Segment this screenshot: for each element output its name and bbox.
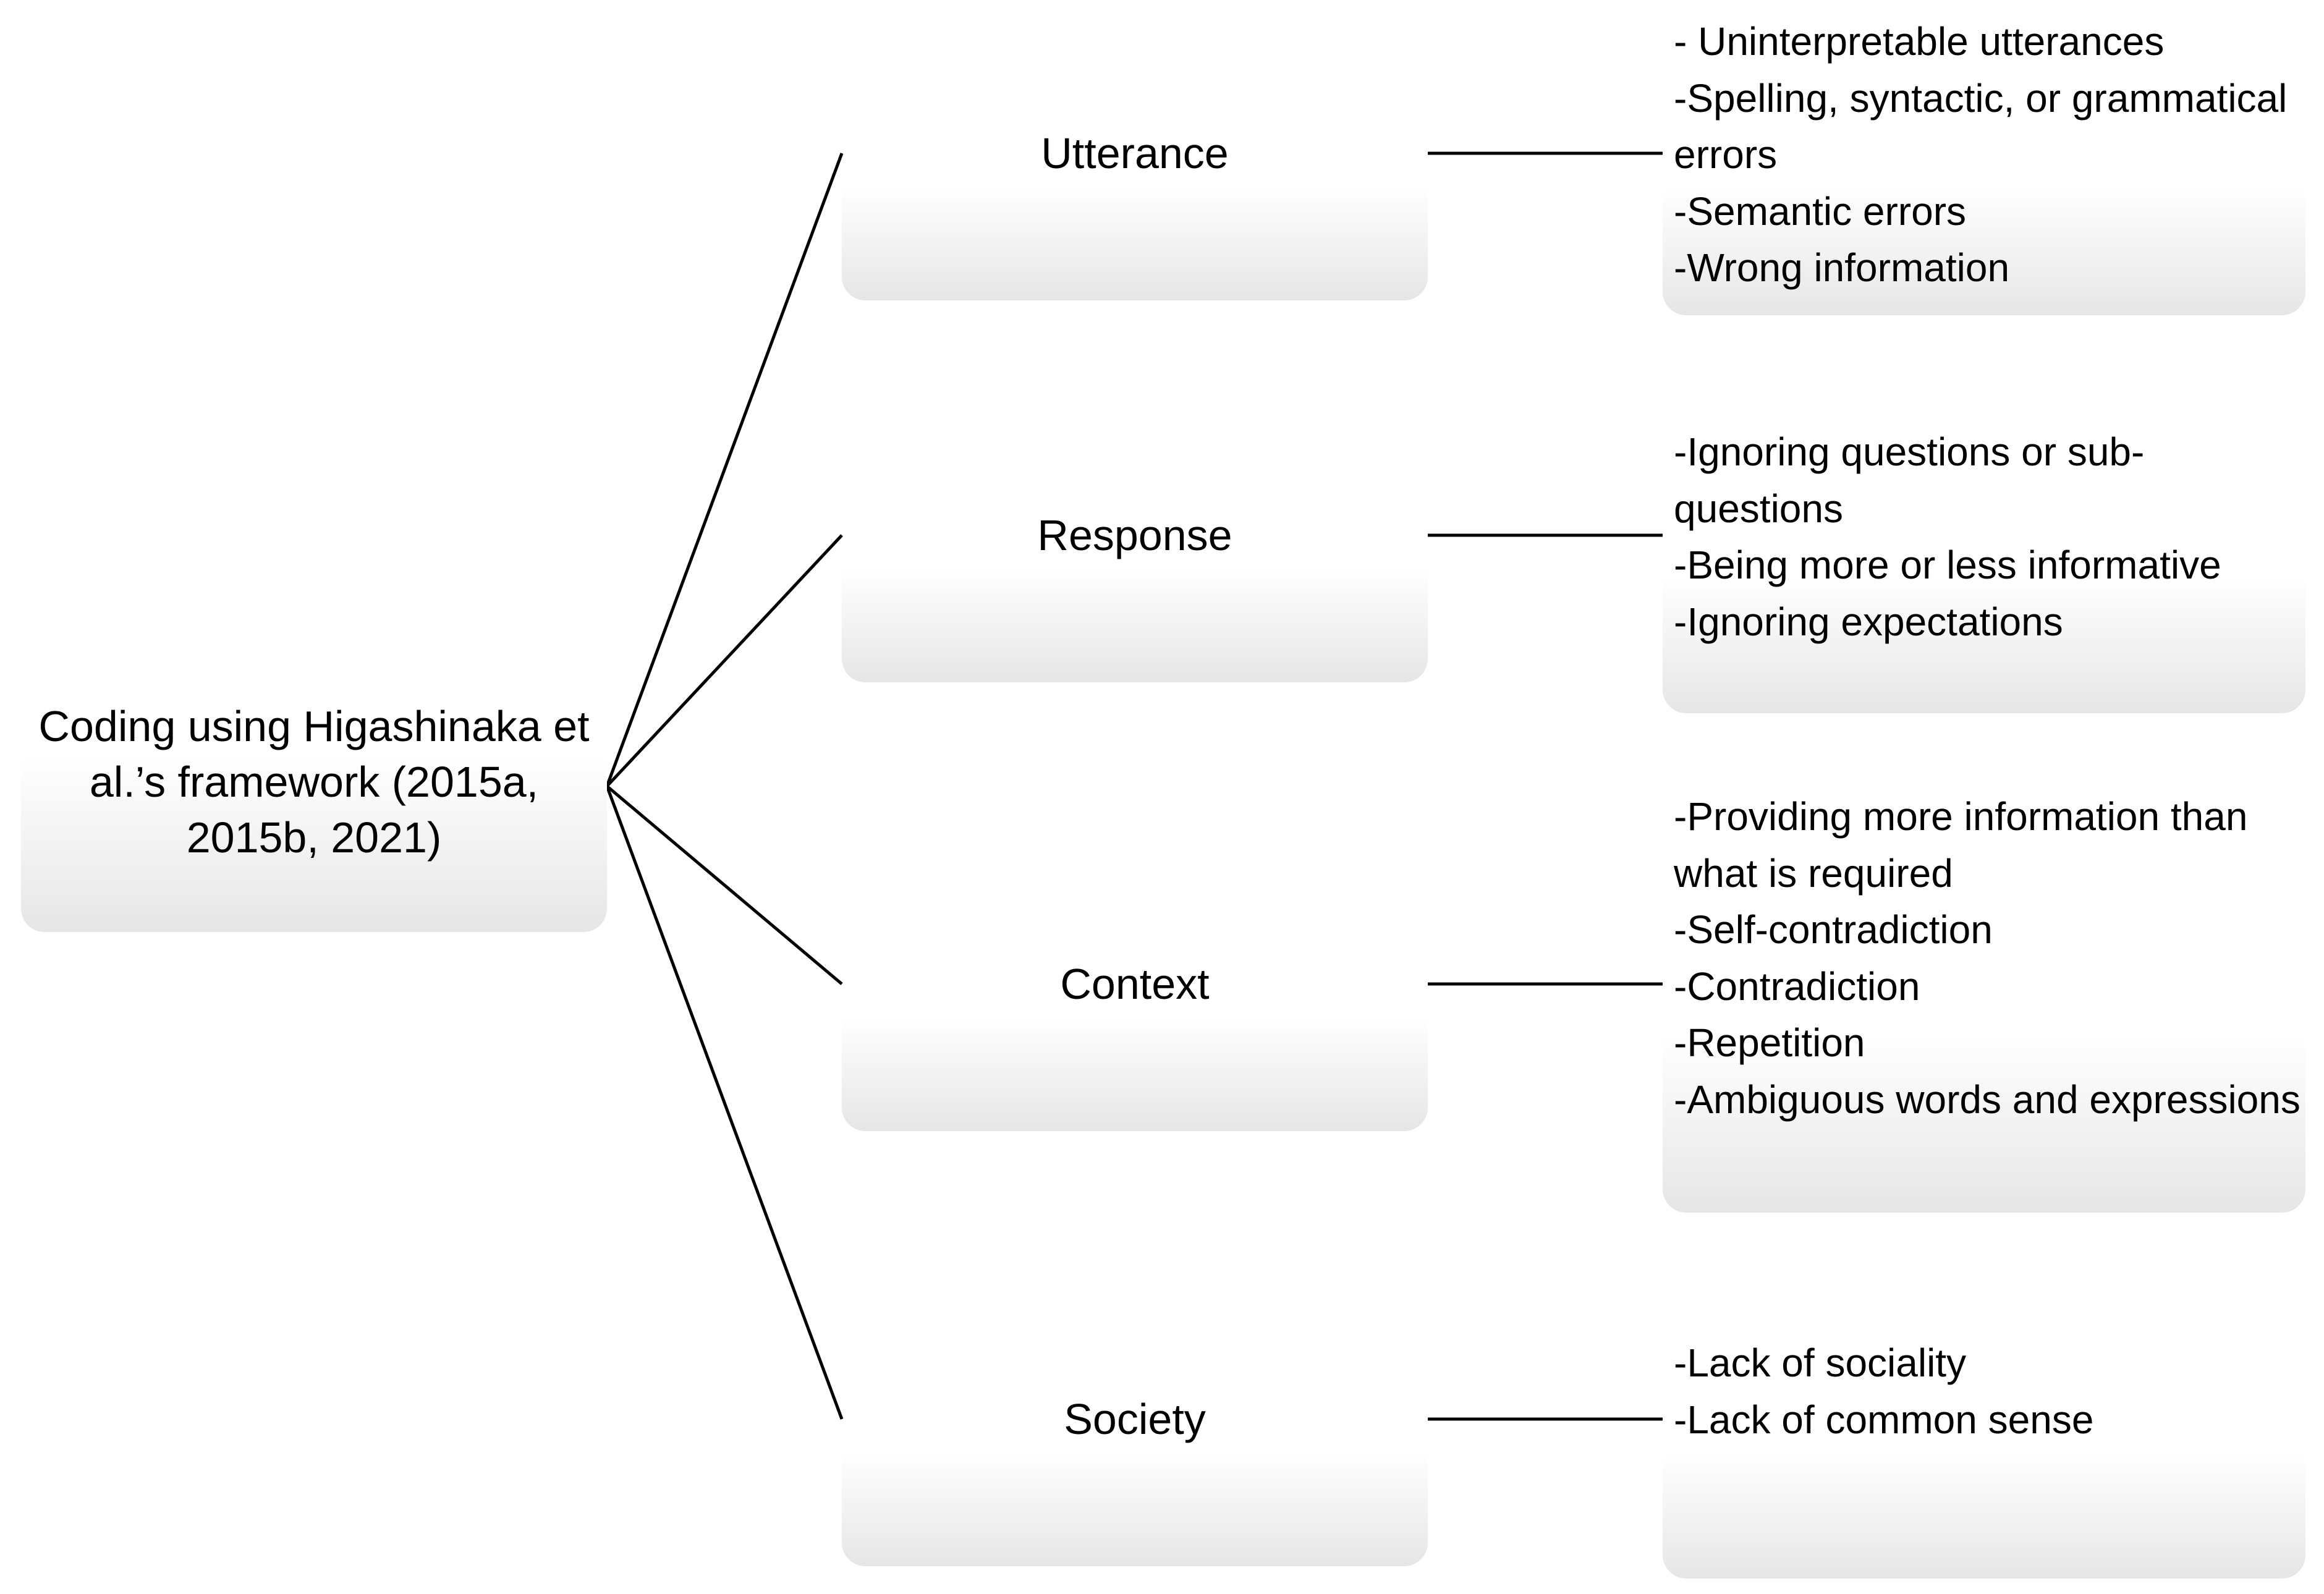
context-details-text: -Providing more information than what is… [1674,794,2301,1122]
utterance-node-box [842,153,1428,300]
root-to-response-line [606,534,843,787]
root-node-label: Coding using Higashinaka et al.’s framew… [38,702,590,862]
society-node-box [842,1419,1428,1566]
society-details-box [1663,1419,2305,1579]
root-to-society-line [605,786,844,1420]
root-to-context-line [606,785,843,985]
utterance-node-label: Utterance [1041,129,1229,177]
context-details-box [1663,984,2305,1213]
context-node-label: Context [1060,960,1210,1008]
utterance-details-box [1663,153,2305,315]
society-node-label: Society [1064,1395,1206,1443]
context-node-box [842,984,1428,1131]
utterance-details-text: - Uninterpretable utterances -Spelling, … [1674,19,2288,290]
response-node-box [842,535,1428,682]
response-node-label: Response [1037,511,1232,559]
root-to-utterance-line [605,153,844,787]
response-details-box [1663,535,2305,713]
society-details-text: -Lack of sociality -Lack of common sense [1674,1341,2094,1442]
response-details-text: -Ignoring questions or sub-questions -Be… [1674,430,2221,644]
root-node-box [21,707,607,932]
